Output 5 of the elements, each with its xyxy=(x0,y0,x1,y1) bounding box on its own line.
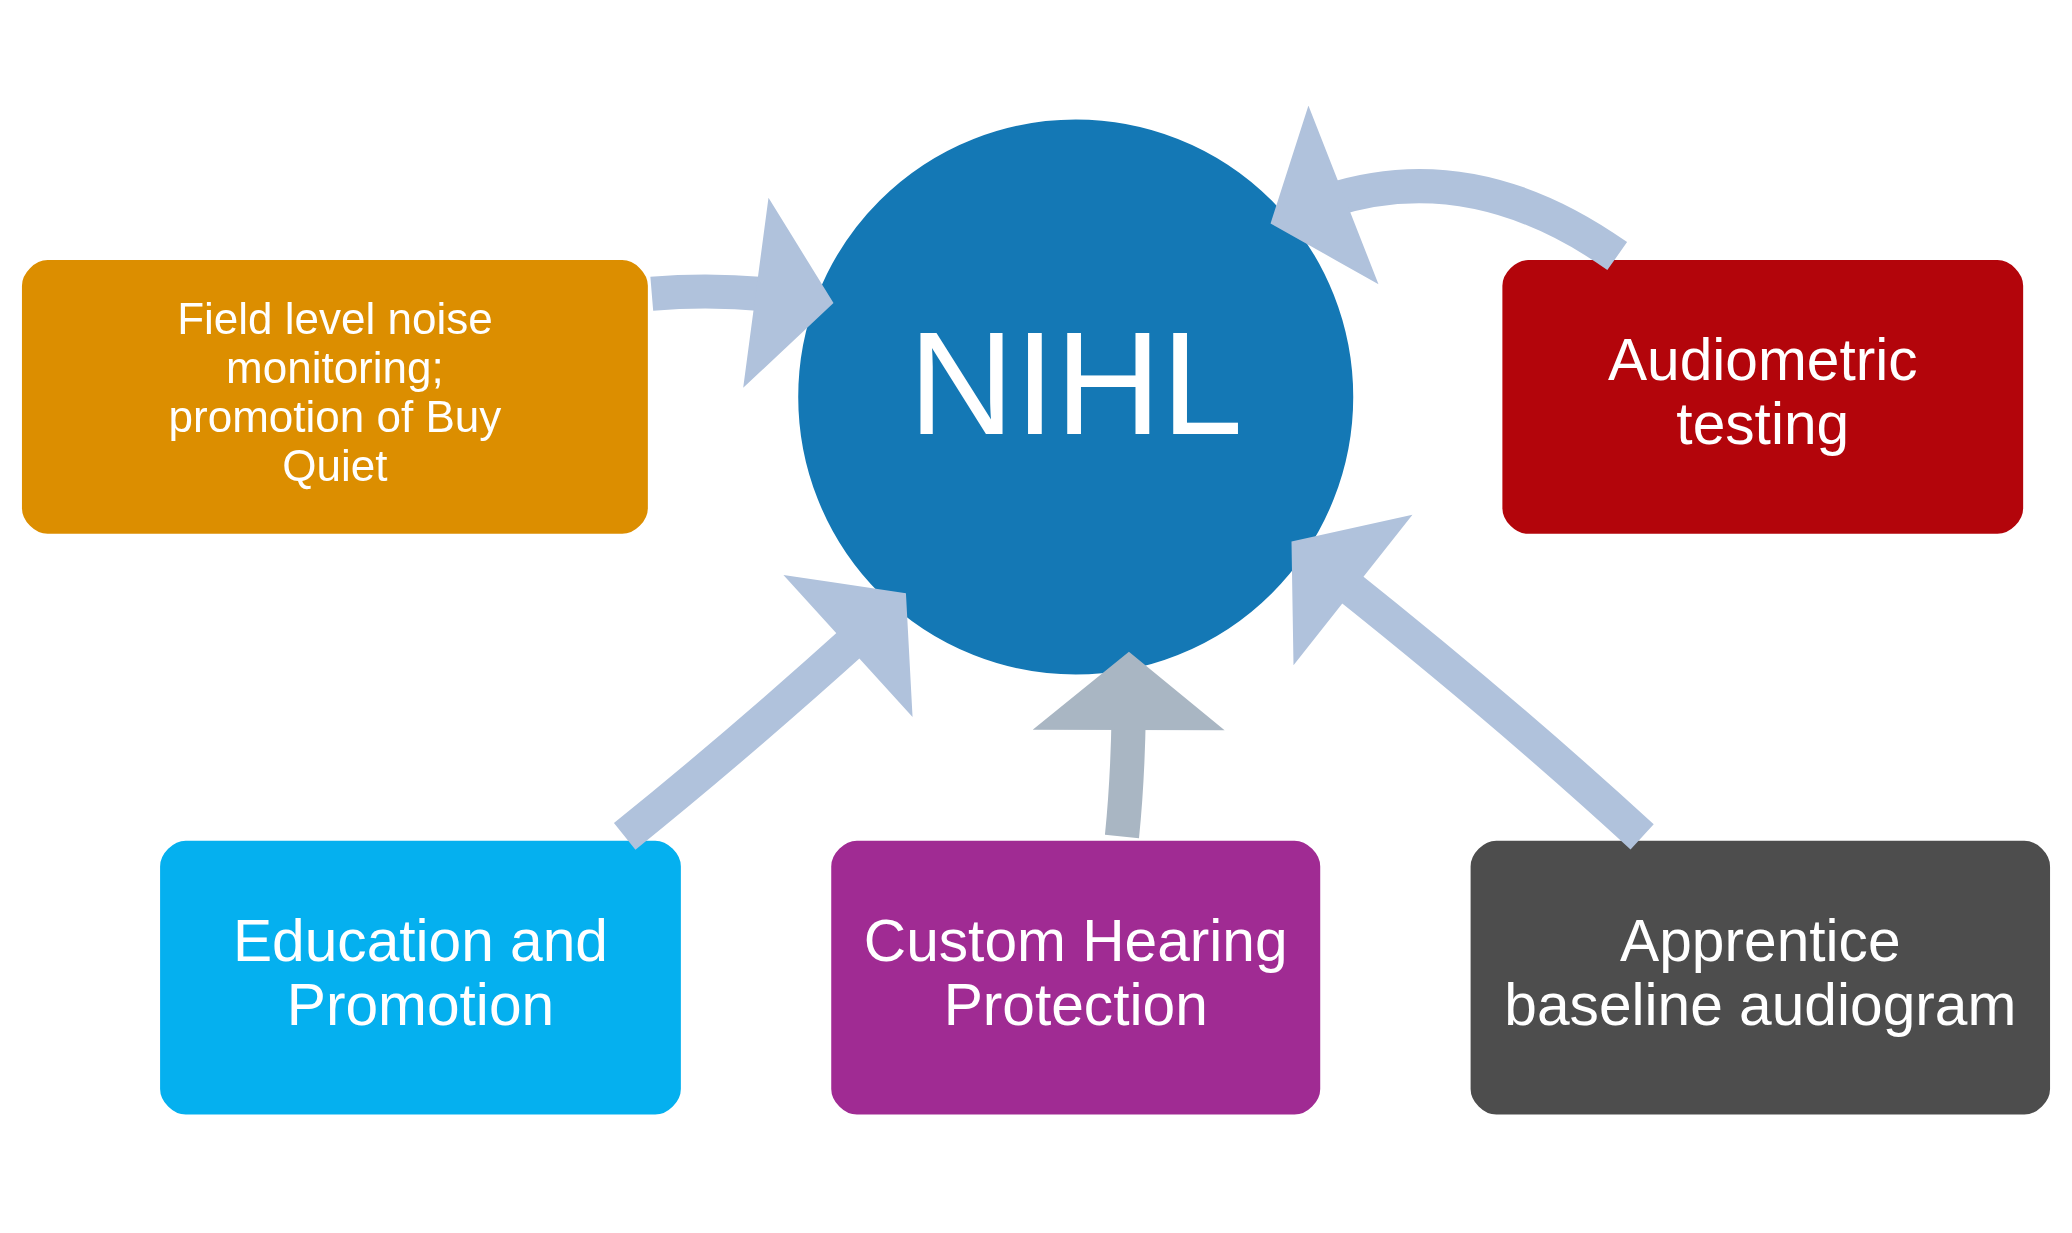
arrow xyxy=(613,574,913,850)
arrow xyxy=(1291,514,1654,850)
arrow xyxy=(650,197,834,388)
arrow xyxy=(1270,105,1627,284)
arrow xyxy=(1032,651,1225,838)
